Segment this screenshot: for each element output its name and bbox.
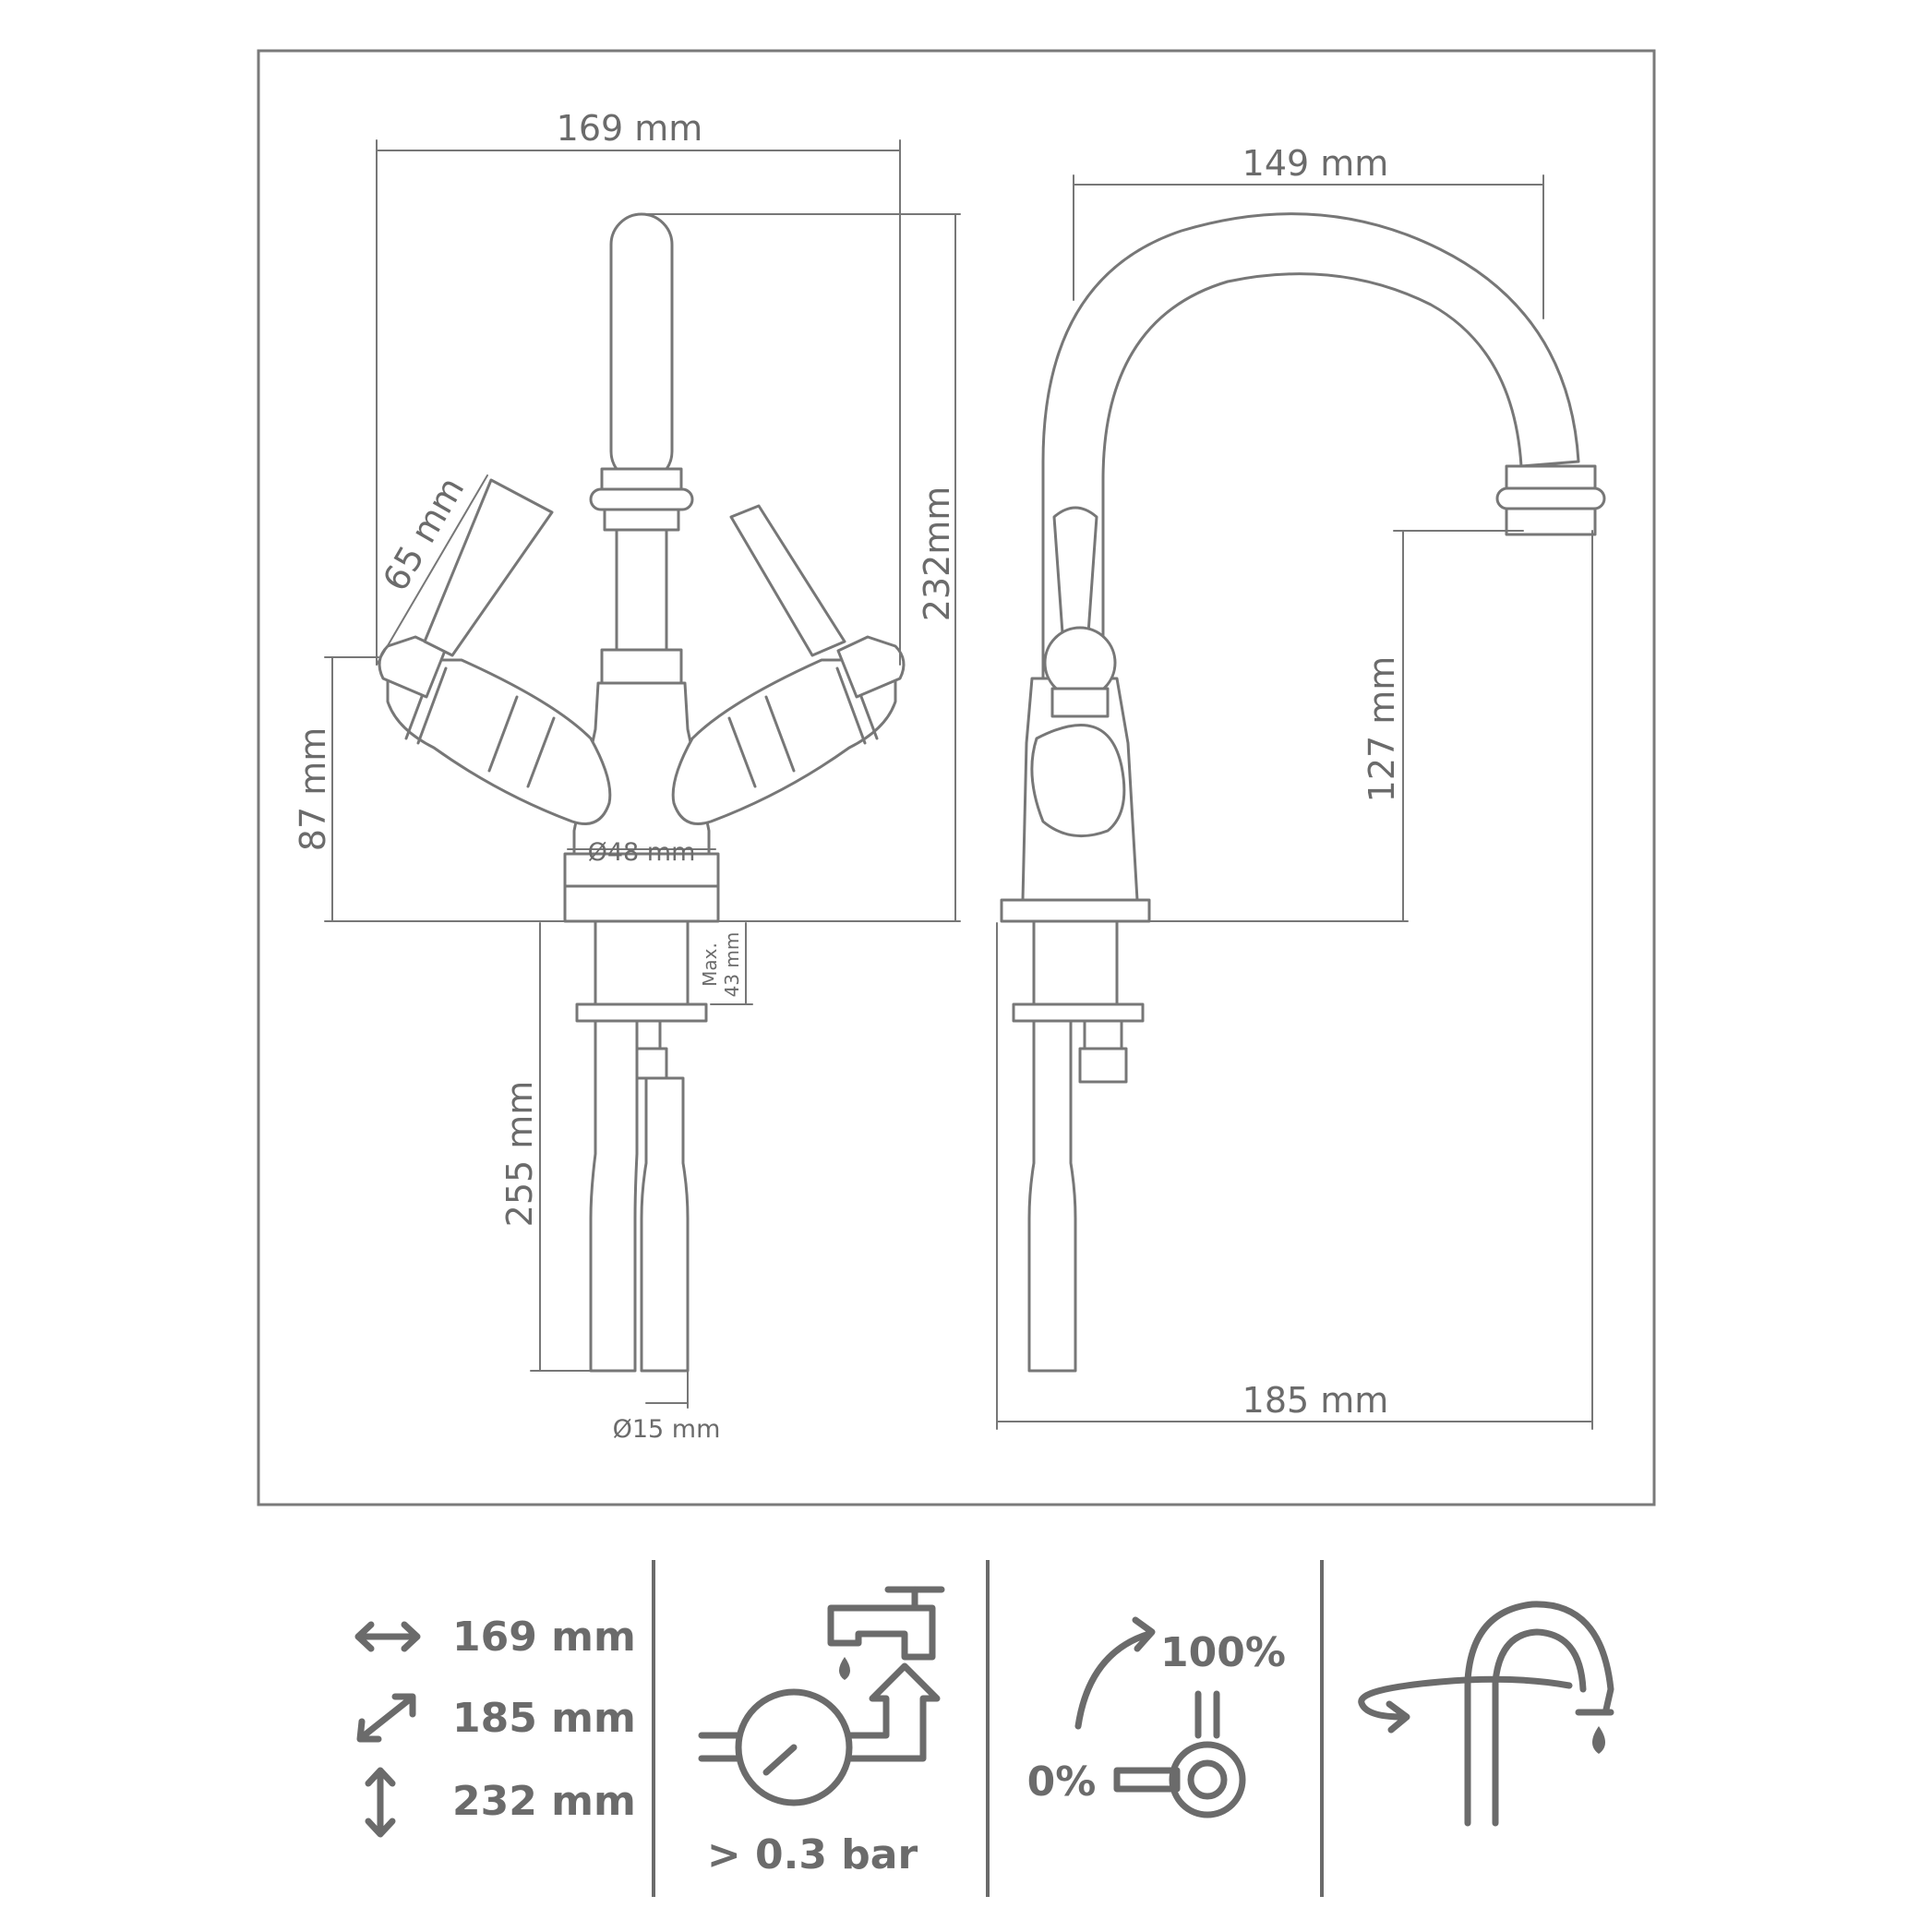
water-pressure-icon [698,1586,945,1806]
spec-mix-min: 0% [1027,1758,1097,1806]
icon-bar-dividers [652,1560,1324,1897]
hose-diameter-label: Ø15 mm [613,1415,721,1444]
front-width-label: 169 mm [557,108,703,149]
spec-width: 169 mm [452,1614,636,1661]
deck-thickness-label-1: Max. [699,942,721,987]
hose-length-label: 255 mm [499,1081,540,1228]
deck-thickness-label-2: 43 mm [721,932,743,998]
spout-height-label: 127 mm [1362,656,1402,803]
vertical-arrow-icon [365,1767,396,1838]
base-diameter-label: Ø48 mm [588,838,696,867]
spec-mix-max: 100% [1160,1629,1286,1676]
side-view-dimensions [996,174,1593,1430]
diagonal-arrow-icon [356,1693,416,1743]
swivel-spout-icon [1358,1601,1614,1827]
front-view-dimensions [324,139,961,1409]
side-view-faucet [1000,212,1606,1373]
side-reach-label: 149 mm [1242,143,1389,184]
spec-depth: 185 mm [452,1695,636,1742]
base-height-label: 87 mm [293,727,333,851]
spec-height: 232 mm [452,1778,636,1825]
front-height-label: 232mm [917,486,957,622]
drawing-frame [257,49,1656,1506]
front-view-faucet [378,212,906,1373]
spec-pressure: > 0.3 bar [707,1831,918,1878]
horizontal-arrow-icon [354,1621,421,1652]
lever-mix-icon [1074,1616,1246,1818]
side-depth-label: 185 mm [1242,1380,1389,1421]
